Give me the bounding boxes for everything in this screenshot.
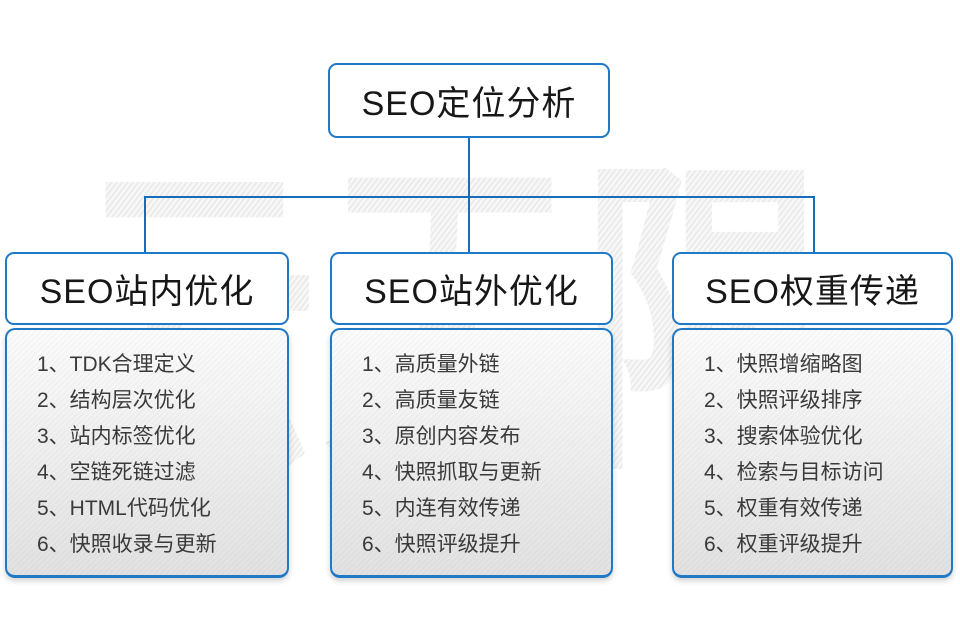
list-item: 3、站内标签优化 [37, 425, 196, 448]
list-item: 3、搜索体验优化 [704, 425, 863, 448]
list-item: 5、权重有效传递 [704, 497, 863, 520]
list-item: 6、权重评级提升 [704, 533, 863, 556]
list-item: 2、高质量友链 [362, 389, 500, 412]
list-item: 6、快照收录与更新 [37, 533, 217, 556]
list-item: 5、内连有效传递 [362, 497, 521, 520]
list-item: 1、快照增缩略图 [704, 353, 863, 376]
list-item: 5、HTML代码优化 [37, 497, 211, 520]
root-node: SEO定位分析 [328, 63, 610, 138]
list-item: 1、TDK合理定义 [37, 353, 196, 376]
list-item: 4、空链死链过滤 [37, 461, 196, 484]
list-item: 2、快照评级排序 [704, 389, 863, 412]
column-header-onsite: SEO站内优化 [5, 252, 289, 325]
list-item: 1、高质量外链 [362, 353, 500, 376]
column-header-label: SEO站外优化 [364, 273, 579, 311]
connector-root-drop [468, 137, 470, 197]
connector-middle-drop [468, 196, 470, 253]
connector-right-drop [813, 196, 815, 253]
column-header-label: SEO站内优化 [39, 273, 255, 311]
column-header-weight: SEO权重传递 [672, 252, 953, 325]
column-list-onsite: 1、TDK合理定义 2、结构层次优化 3、站内标签优化 4、空链死链过滤 5、HTML代… [5, 328, 289, 578]
column-list-weight: 1、快照增缩略图 2、快照评级排序 3、搜索体验优化 4、检索与目标访问 5、权重有效传… [672, 328, 953, 578]
column-header-offsite: SEO站外优化 [330, 252, 613, 325]
column-list-offsite: 1、高质量外链 2、高质量友链 3、原创内容发布 4、快照抓取与更新 5、内连有效传递 6… [330, 328, 613, 578]
list-item: 4、检索与目标访问 [704, 461, 884, 484]
list-item: 6、快照评级提升 [362, 533, 521, 556]
connector-left-drop [144, 196, 146, 253]
column-header-label: SEO权重传递 [705, 273, 920, 311]
list-item: 2、结构层次优化 [37, 389, 196, 412]
root-node-label: SEO定位分析 [361, 85, 577, 123]
list-item: 4、快照抓取与更新 [362, 461, 542, 484]
connector-horizontal [144, 196, 815, 198]
list-item: 3、原创内容发布 [362, 425, 521, 448]
